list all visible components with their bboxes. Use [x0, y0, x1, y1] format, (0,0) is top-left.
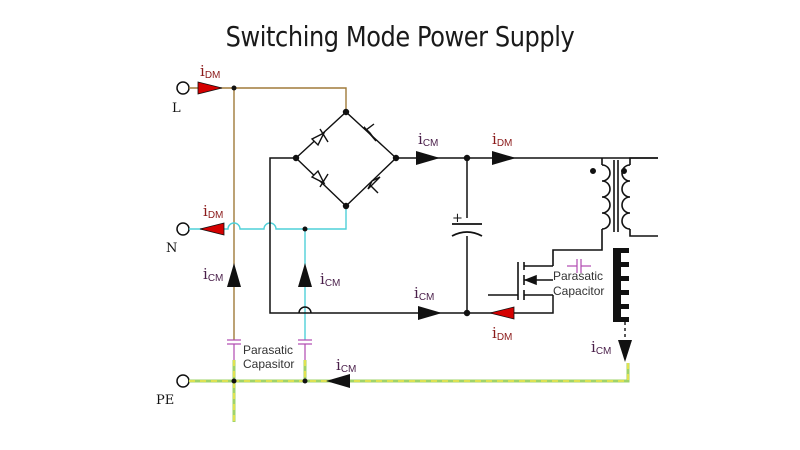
transformer — [552, 157, 658, 262]
idm-arrow-n — [199, 222, 225, 236]
parasitic-left-label-2: Capasitor — [243, 357, 294, 371]
icm-arrow-n-up — [298, 263, 312, 287]
label-idm-l: iDM — [200, 62, 220, 81]
parasitic-capacitor-right — [567, 259, 591, 273]
svg-text:iDM: iDM — [200, 62, 220, 81]
capacitor-polarity: + — [452, 211, 463, 226]
diagram-title: Switching Mode Power Supply — [225, 20, 575, 53]
idm-arrow-top — [492, 151, 516, 165]
icm-arrow-return — [418, 306, 442, 320]
label-icm-bridge: iCM — [418, 130, 438, 149]
label-icm-l: iCM — [203, 265, 223, 284]
svg-text:iDM: iDM — [492, 130, 512, 149]
terminal-l — [176, 81, 190, 95]
icm-arrow-l-up — [227, 263, 241, 287]
label-icm-pe: iCM — [336, 356, 356, 375]
label-icm-n: iCM — [320, 270, 340, 289]
bulk-capacitor — [451, 223, 483, 237]
svg-text:iCM: iCM — [203, 265, 223, 284]
svg-text:iCM: iCM — [320, 270, 340, 289]
svg-text:iDM: iDM — [203, 202, 223, 221]
terminal-pe — [176, 374, 190, 388]
svg-text:iCM: iCM — [418, 130, 438, 149]
idm-arrow-l — [197, 81, 223, 95]
svg-text:iCM: iCM — [591, 338, 611, 357]
icm-arrow-pe — [326, 374, 350, 388]
bridge-rectifier — [292, 108, 400, 210]
parasitic-right-label-1: Parasatic — [553, 269, 603, 283]
icm-arrow-bridge-out — [416, 151, 440, 165]
line-wire — [189, 87, 347, 340]
idm-arrow-bottom — [489, 306, 515, 320]
terminal-pe-label: PE — [156, 393, 174, 408]
parasitic-right-label-2: Capacitor — [553, 284, 604, 298]
terminal-l-label: L — [172, 101, 181, 116]
label-icm-return: iCM — [414, 284, 434, 303]
terminal-n-label: N — [166, 241, 177, 256]
label-idm-bottom: iDM — [492, 324, 512, 343]
label-idm-top: iDM — [492, 130, 512, 149]
svg-text:iDM: iDM — [492, 324, 512, 343]
mosfet-switch — [488, 262, 554, 300]
svg-text:iCM: iCM — [336, 356, 356, 375]
pe-ground-bus — [189, 322, 630, 422]
label-idm-n: iDM — [203, 202, 223, 221]
parasitic-left-label-1: Parasatic — [243, 343, 293, 357]
parasitic-capacitor-left — [227, 339, 312, 360]
terminal-n — [176, 222, 190, 236]
label-icm-heatsink: iCM — [591, 338, 611, 357]
svg-text:iCM: iCM — [414, 284, 434, 303]
heatsink — [613, 248, 629, 322]
icm-arrow-heatsink-down — [618, 340, 632, 362]
